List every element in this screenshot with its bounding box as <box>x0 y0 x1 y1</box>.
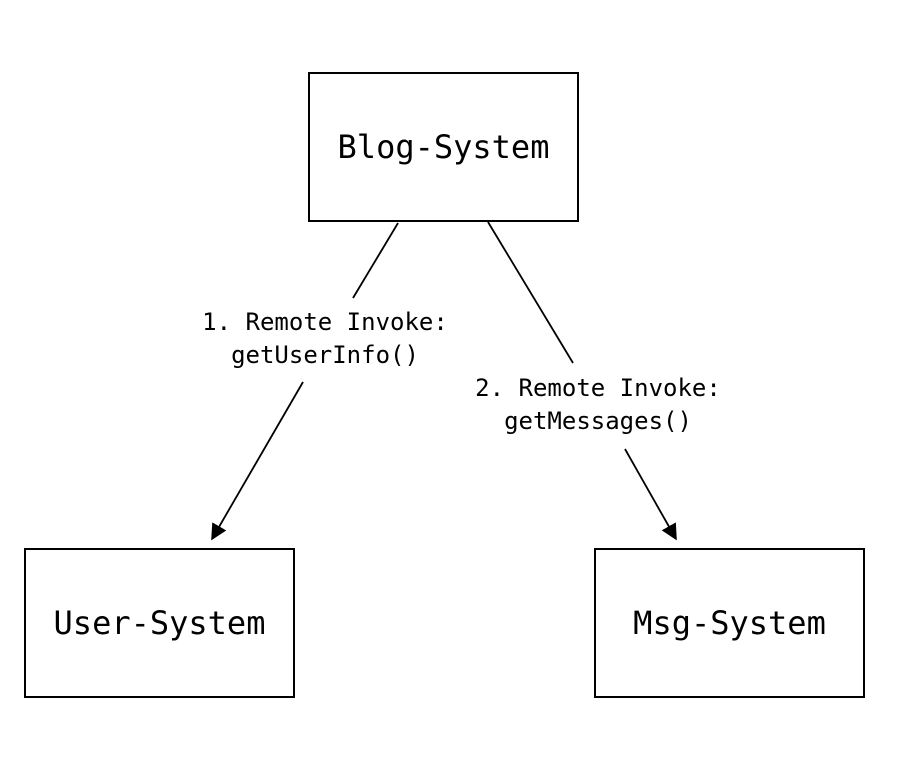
node-user-system-label: User-System <box>53 604 266 642</box>
edge-blog-to-user-segment-lower <box>211 381 304 541</box>
node-msg-system-label: Msg-System <box>633 604 826 642</box>
node-blog-system: Blog-System <box>308 72 579 222</box>
edge-label-2-line-1: 2. Remote Invoke: <box>475 374 721 402</box>
node-msg-system: Msg-System <box>594 548 865 698</box>
edge-label-get-user-info: 1. Remote Invoke: getUserInfo() <box>180 306 470 372</box>
edge-label-get-messages: 2. Remote Invoke: getMessages() <box>453 372 743 438</box>
node-user-system: User-System <box>24 548 295 698</box>
edge-label-1-line-2: getUserInfo() <box>231 341 419 369</box>
edge-blog-to-user-segment-upper <box>352 222 399 299</box>
edge-label-1-line-1: 1. Remote Invoke: <box>202 308 448 336</box>
edge-blog-to-msg-segment-lower <box>624 448 677 541</box>
node-blog-system-label: Blog-System <box>337 128 550 166</box>
edge-label-2-line-2: getMessages() <box>504 407 692 435</box>
edge-blog-to-msg-segment-upper <box>487 221 574 364</box>
